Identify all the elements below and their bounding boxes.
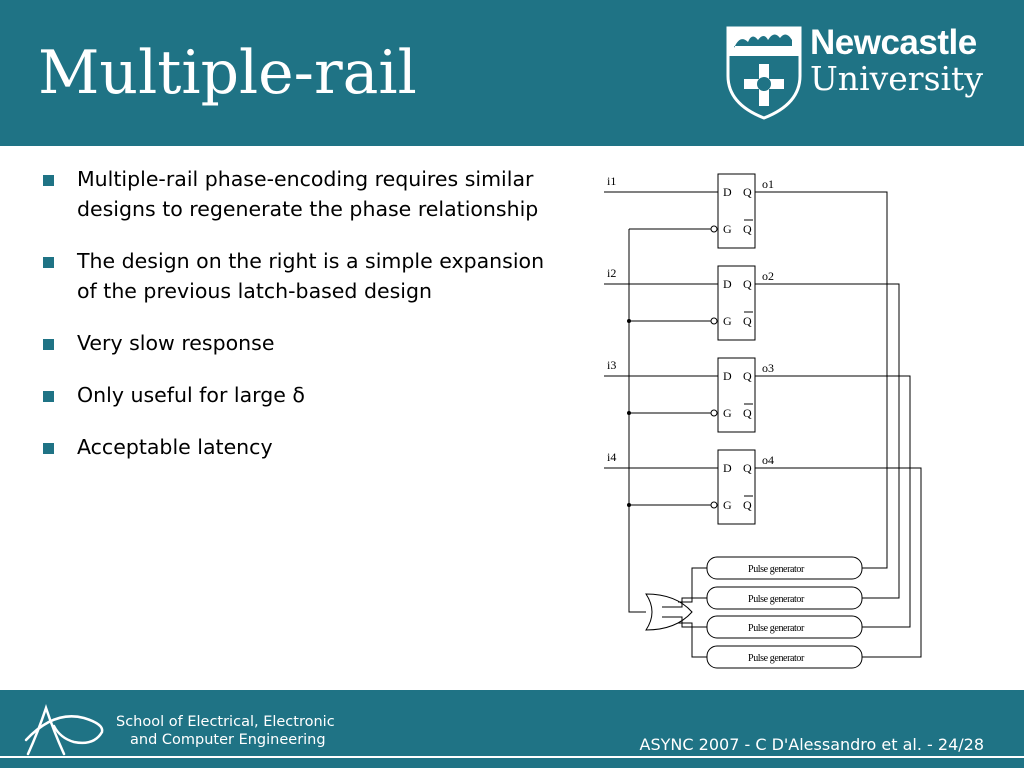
- bullet-square-icon: [43, 391, 54, 402]
- latch-3-pin-d: D: [723, 369, 732, 383]
- latch-2-pin-d: D: [723, 277, 732, 291]
- latch-1-pin-g: G: [723, 222, 732, 236]
- list-item: Very slow response: [40, 328, 560, 358]
- logo-newcastle: Newcastle: [810, 23, 977, 62]
- list-item: Only useful for large δ: [40, 380, 560, 410]
- latch-4-pin-q: Q: [743, 461, 752, 475]
- bullet-text: The design on the right is a simple expa…: [77, 249, 545, 303]
- bullet-text: Multiple-rail phase-encoding requires si…: [77, 167, 539, 221]
- latch-4-pin-g: G: [723, 498, 732, 512]
- bullet-square-icon: [43, 443, 54, 454]
- latch-3-pin-q: Q: [743, 369, 752, 383]
- bullet-text: Only useful for large δ: [77, 383, 305, 407]
- pulse-generator-1-label: Pulse generator: [748, 564, 805, 575]
- slide-title: Multiple-rail: [38, 38, 417, 108]
- latch-circuit-diagram: i1 o1 D Q G Q i2 o2 D Q G Q i3 o3 D Q G …: [604, 173, 922, 669]
- list-item: Acceptable latency: [40, 432, 560, 462]
- list-item: Multiple-rail phase-encoding requires si…: [40, 164, 560, 224]
- latch-1-pin-qbar: Q: [743, 222, 752, 236]
- footer-bar: [0, 690, 1024, 768]
- school-logo-icon: [24, 704, 104, 756]
- pulse-generator-4-label: Pulse generator: [748, 653, 805, 664]
- bullet-square-icon: [43, 339, 54, 350]
- latch-4-pin-qbar: Q: [743, 498, 752, 512]
- latch-2-pin-q: Q: [743, 277, 752, 291]
- latch-1-output-label: o1: [762, 177, 774, 191]
- slide-reference: ASYNC 2007 - C D'Alessandro et al. - 24/…: [639, 735, 984, 754]
- school-name-line-2: and Computer Engineering: [130, 732, 326, 748]
- latch-4-pin-d: D: [723, 461, 732, 475]
- bullet-text: Acceptable latency: [77, 435, 273, 459]
- bullet-square-icon: [43, 175, 54, 186]
- footer-divider: [0, 756, 1024, 758]
- latch-3-input-label: i3: [607, 358, 616, 372]
- latch-2-output-label: o2: [762, 269, 774, 283]
- latch-1-pin-q: Q: [743, 185, 752, 199]
- header-bar: [0, 0, 1024, 146]
- bullet-list: Multiple-rail phase-encoding requires si…: [40, 164, 560, 484]
- latch-1-input-label: i1: [607, 174, 616, 188]
- latch-4-input-label: i4: [607, 450, 616, 464]
- logo-university: University: [810, 59, 983, 98]
- latch-1-pin-d: D: [723, 185, 732, 199]
- latch-3-pin-g: G: [723, 406, 732, 420]
- school-name-line-1: School of Electrical, Electronic: [116, 714, 335, 730]
- latch-4-output-label: o4: [762, 453, 774, 467]
- latch-3-pin-qbar: Q: [743, 406, 752, 420]
- shield-icon: [726, 26, 802, 120]
- pulse-generator-2-label: Pulse generator: [748, 594, 805, 605]
- latch-2-pin-qbar: Q: [743, 314, 752, 328]
- bullet-text: Very slow response: [77, 331, 275, 355]
- latch-2-pin-g: G: [723, 314, 732, 328]
- list-item: The design on the right is a simple expa…: [40, 246, 560, 306]
- bullet-square-icon: [43, 257, 54, 268]
- university-logo: Newcastle University: [724, 24, 1014, 122]
- latch-2-input-label: i2: [607, 266, 616, 280]
- latch-3-output-label: o3: [762, 361, 774, 375]
- pulse-generator-3-label: Pulse generator: [748, 623, 805, 634]
